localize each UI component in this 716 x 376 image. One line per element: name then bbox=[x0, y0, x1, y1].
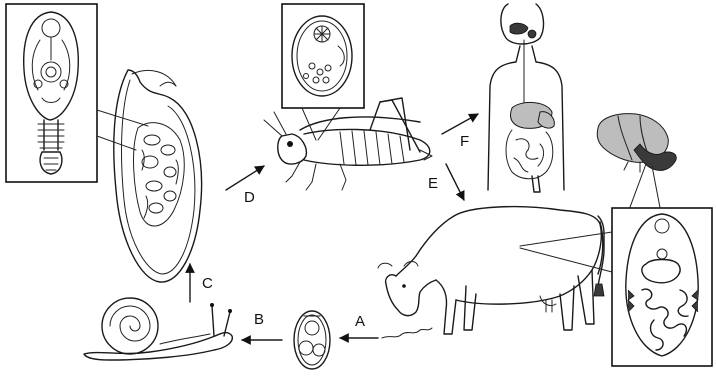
snail bbox=[84, 298, 232, 360]
egg bbox=[294, 311, 330, 369]
sporocyst-redia bbox=[114, 70, 202, 282]
label-e: E bbox=[428, 176, 438, 191]
grasshopper bbox=[264, 98, 432, 190]
liver bbox=[597, 114, 676, 172]
label-b: B bbox=[254, 312, 264, 327]
human-figure bbox=[488, 4, 564, 192]
adult-fluke-inset bbox=[612, 208, 712, 366]
egg-detail-inset bbox=[282, 4, 364, 108]
arrow-f bbox=[442, 114, 478, 134]
cow bbox=[378, 207, 604, 334]
arrow-e bbox=[446, 164, 464, 200]
label-c: C bbox=[202, 276, 213, 291]
feces-mark bbox=[382, 328, 432, 338]
label-f: F bbox=[460, 134, 469, 149]
label-d: D bbox=[244, 190, 255, 205]
arrow-d bbox=[226, 166, 264, 190]
fluke-detail-inset bbox=[6, 4, 97, 182]
label-a: A bbox=[355, 314, 365, 329]
